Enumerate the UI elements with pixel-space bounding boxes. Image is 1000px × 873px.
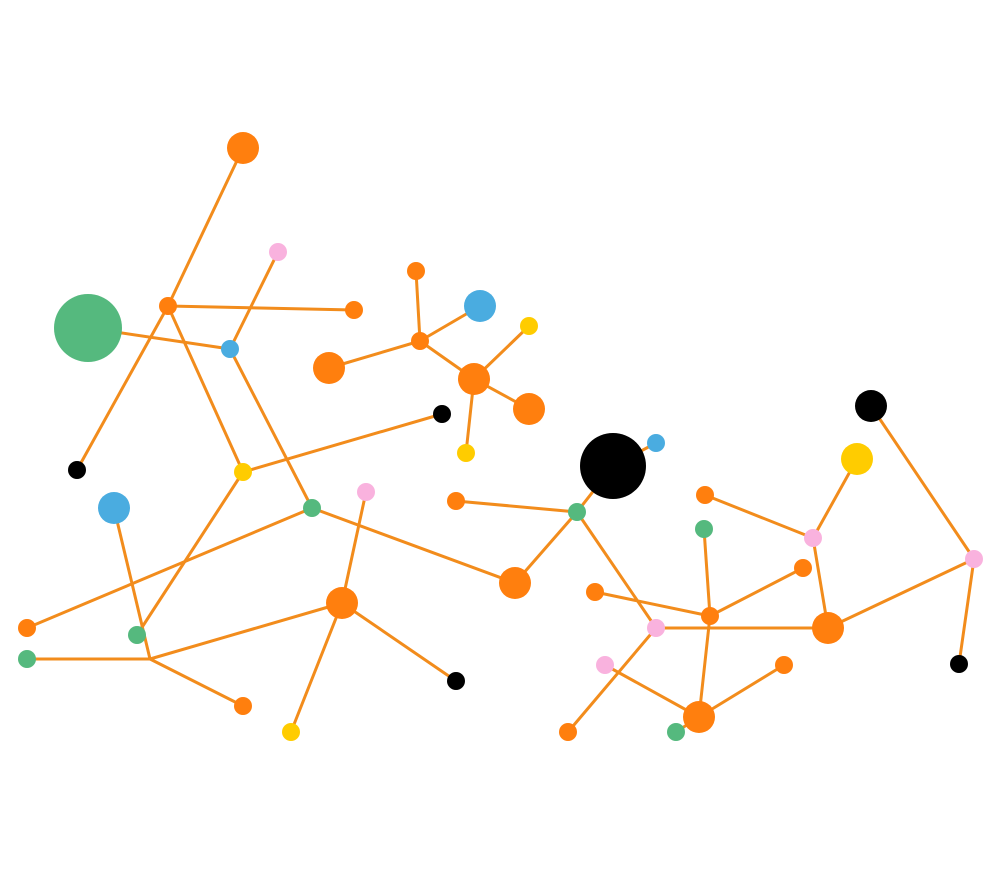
node-orange — [227, 132, 259, 164]
edge-n0-n1 — [166, 146, 245, 308]
edge-n29-n34 — [575, 510, 658, 630]
edge-n43-n44 — [957, 557, 976, 666]
node-orange — [18, 619, 36, 637]
edge-n4-n9 — [228, 347, 314, 510]
node-yellow — [457, 444, 475, 462]
edge-n33-n35 — [593, 590, 712, 618]
node-orange — [407, 262, 425, 280]
node-green — [303, 499, 321, 517]
edge-n35-n38 — [708, 566, 805, 618]
node-orange — [513, 393, 545, 425]
node-green — [54, 294, 122, 362]
edge-n47-n48 — [697, 663, 786, 719]
edge-n15-n18 — [340, 601, 458, 683]
node-yellow — [841, 443, 873, 475]
edge-n7-n12 — [135, 470, 245, 637]
node-green — [128, 626, 146, 644]
node-yellow — [520, 317, 538, 335]
node-orange — [313, 352, 345, 384]
node-black — [447, 672, 465, 690]
edge-n35-n47 — [697, 614, 712, 719]
node-yellow — [282, 723, 300, 741]
node-black — [855, 390, 887, 422]
edge-n15-n16 — [340, 490, 368, 605]
node-pink — [647, 619, 665, 637]
edge-n41-n43 — [869, 404, 976, 561]
edge-n7-n19 — [241, 412, 444, 474]
node-orange — [683, 701, 715, 733]
edge-n13-n15 — [148, 601, 344, 661]
edge-n10-n9 — [25, 506, 314, 630]
edge-n1-n7 — [166, 304, 245, 474]
node-pink — [357, 483, 375, 501]
edges-group — [25, 146, 976, 734]
node-blue — [464, 290, 496, 322]
node-orange — [159, 297, 177, 315]
node-orange — [696, 486, 714, 504]
node-orange — [775, 656, 793, 674]
node-orange — [794, 559, 812, 577]
node-orange — [701, 607, 719, 625]
node-orange — [345, 301, 363, 319]
edge-n35-n36 — [702, 527, 712, 618]
node-black — [433, 405, 451, 423]
node-orange — [559, 723, 577, 741]
node-green — [667, 723, 685, 741]
edge-n20-n21 — [414, 269, 422, 343]
node-orange — [586, 583, 604, 601]
node-orange — [812, 612, 844, 644]
node-blue — [647, 434, 665, 452]
node-blue — [98, 492, 130, 524]
node-orange — [499, 567, 531, 599]
node-black — [68, 461, 86, 479]
node-black — [580, 433, 646, 499]
node-orange — [458, 363, 490, 395]
edge-n3-n4 — [228, 250, 280, 351]
node-pink — [804, 529, 822, 547]
node-orange — [447, 492, 465, 510]
node-black — [950, 655, 968, 673]
edge-n28-n29 — [454, 499, 579, 514]
node-orange — [234, 697, 252, 715]
edge-n37-n39 — [703, 493, 815, 540]
node-green — [568, 503, 586, 521]
node-pink — [596, 656, 614, 674]
node-yellow — [234, 463, 252, 481]
node-green — [695, 520, 713, 538]
edge-n15-n17 — [289, 601, 344, 734]
edge-n34-n46 — [566, 626, 658, 734]
edge-n42-n43 — [826, 557, 976, 630]
nodes-group — [18, 132, 983, 741]
edge-n1-n6 — [75, 304, 170, 472]
edge-n45-n47 — [603, 663, 701, 719]
edge-n1-n5 — [166, 304, 356, 312]
node-blue — [221, 340, 239, 358]
edge-n13-n14 — [148, 657, 245, 708]
node-pink — [269, 243, 287, 261]
node-green — [18, 650, 36, 668]
node-orange — [411, 332, 429, 350]
edge-n9-n30 — [310, 506, 517, 585]
node-orange — [326, 587, 358, 619]
node-pink — [965, 550, 983, 568]
